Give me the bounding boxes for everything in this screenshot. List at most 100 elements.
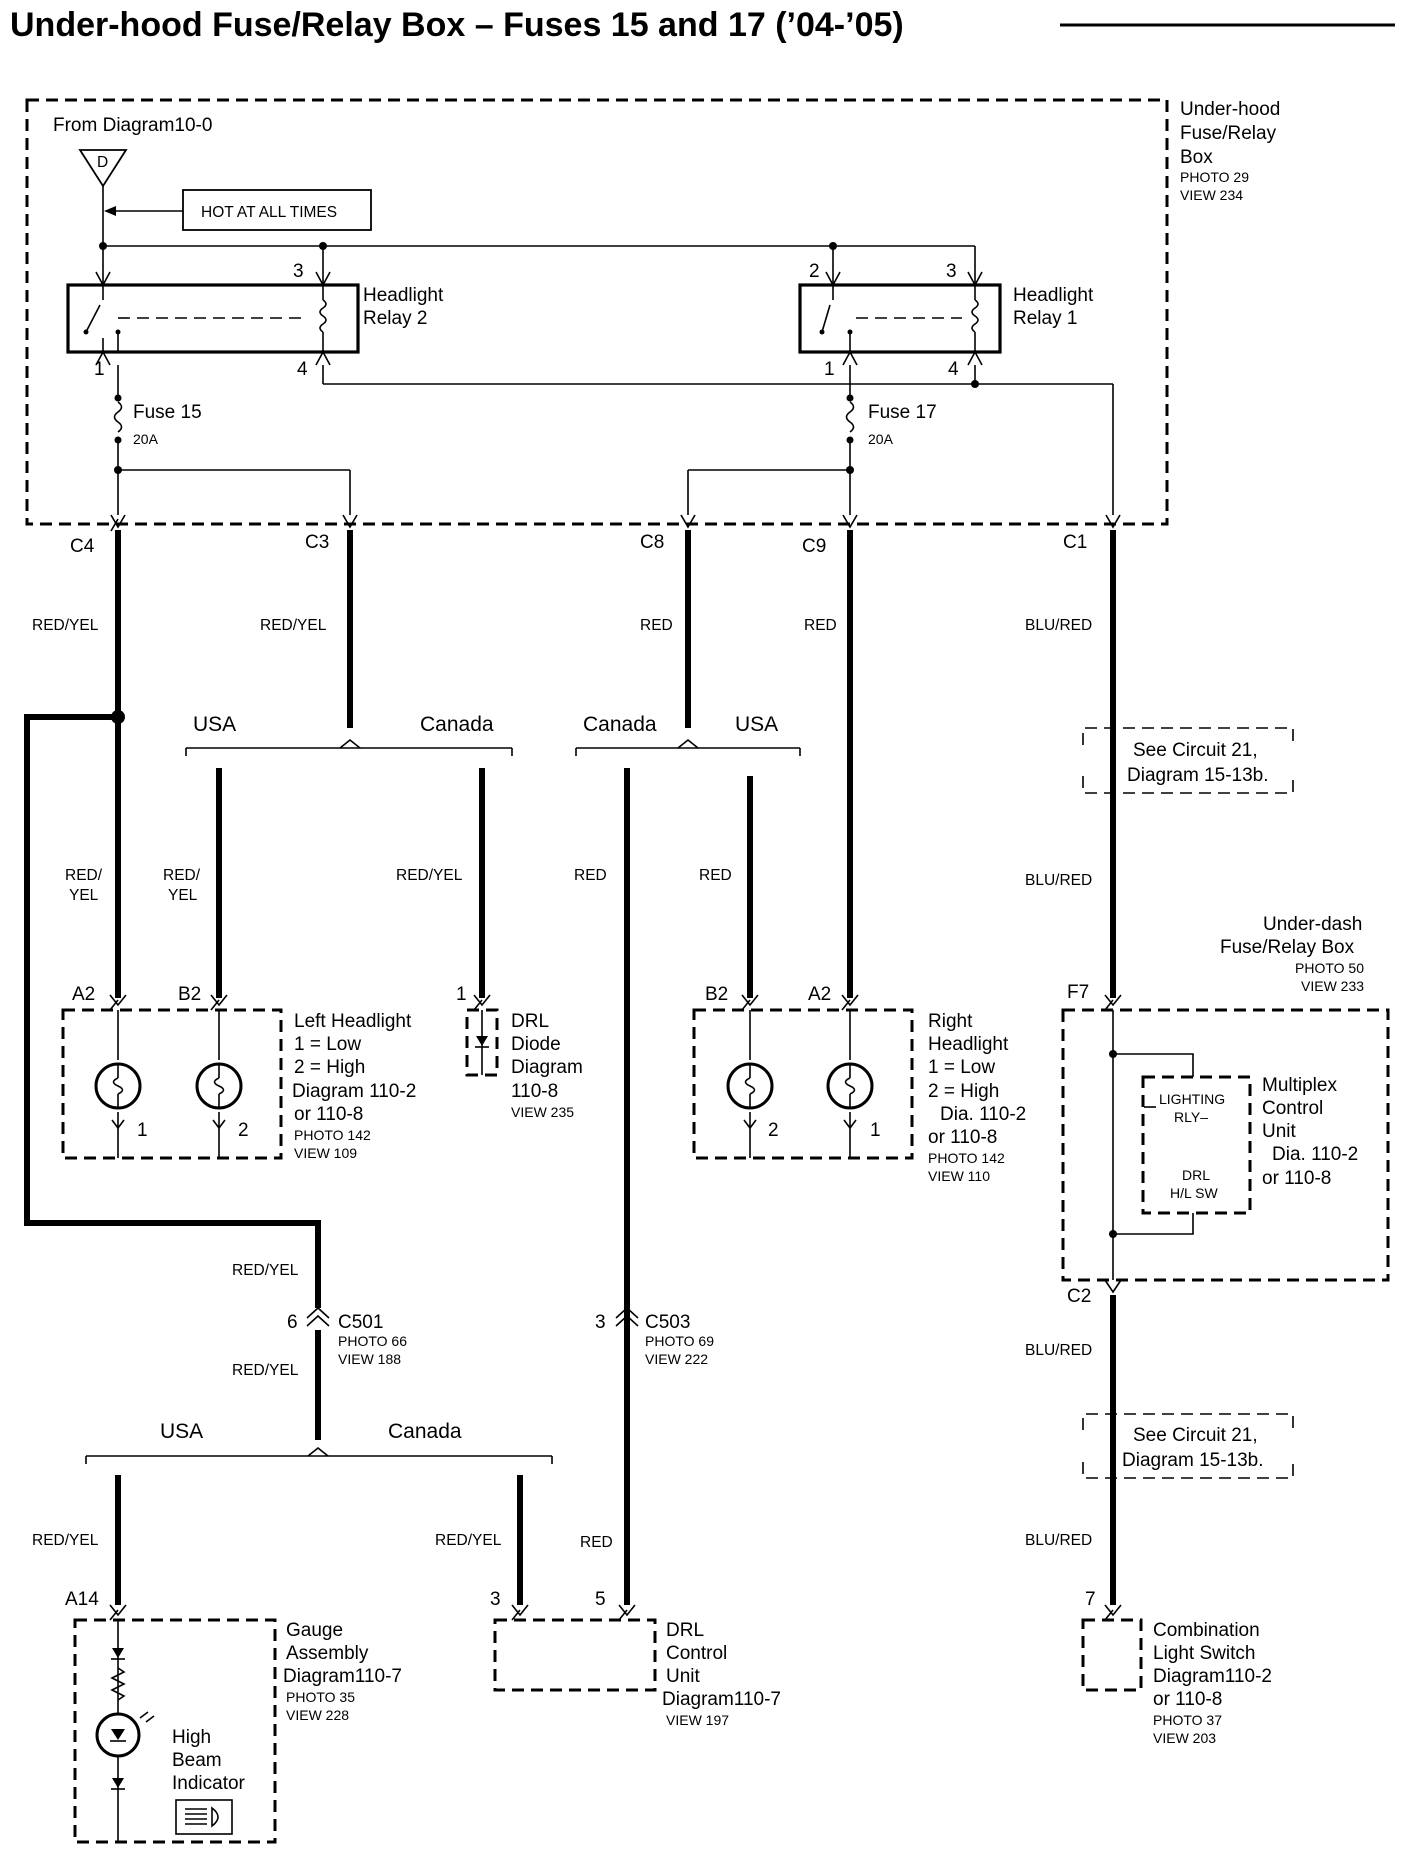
combo-switch-photo: PHOTO 37	[1153, 1712, 1222, 1728]
underhood-box-photo: PHOTO 29	[1180, 169, 1249, 185]
left-bulb-num-1: 1	[137, 1120, 148, 1141]
underhood-box-name-3: Box	[1180, 147, 1213, 168]
high-beam-label-3: Indicator	[172, 1773, 246, 1794]
relay1-pin-3: 3	[946, 261, 957, 282]
right-headlight-name-2: Headlight	[928, 1034, 1009, 1055]
multiplex-inner-bottom-2: H/L SW	[1170, 1185, 1218, 1201]
combo-switch-name-1: Combination	[1153, 1620, 1260, 1641]
underhood-box-view: VIEW 234	[1180, 187, 1243, 203]
multiplex-inner-top-2: RLY–	[1174, 1109, 1208, 1125]
wire-c4-color: RED/YEL	[32, 617, 99, 634]
branch-usa-1: USA	[193, 713, 236, 736]
source-diagram-label: From Diagram10-0	[53, 115, 212, 136]
gauge-view: VIEW 228	[286, 1707, 349, 1723]
fuse17-rating: 20A	[868, 431, 894, 447]
underdash-name-2: Fuse/Relay Box	[1220, 937, 1355, 958]
left-headlight-view: VIEW 109	[294, 1145, 357, 1161]
drl-unit-view: VIEW 197	[666, 1712, 729, 1728]
connector-c4: C4	[70, 536, 95, 557]
drl-unit-pin-3: 3	[490, 1589, 501, 1610]
wire-gauge-color: RED/YEL	[32, 1532, 99, 1549]
gauge-assembly: A14 Gauge Assembly Diagram110-7 PHOTO 35…	[65, 1589, 402, 1844]
wire-a2-color-2: YEL	[69, 887, 99, 904]
relay1-name-2: Relay 1	[1013, 308, 1077, 329]
drl-diode-pin: 1	[456, 984, 467, 1005]
connector-c8: C8	[640, 532, 664, 553]
drl-diode-name-1: DRL	[511, 1011, 549, 1032]
right-headlight-view: VIEW 110	[928, 1168, 990, 1184]
drl-unit-name-3: Unit	[666, 1666, 701, 1687]
right-headlight-pin-a2: A2	[808, 984, 831, 1005]
wire-c2-color-2: BLU/RED	[1025, 1532, 1092, 1549]
see-circuit-2-line-1: See Circuit 21,	[1133, 1425, 1258, 1446]
fuse17-label: Fuse 17	[868, 402, 937, 423]
see-circuit-1-line-2: Diagram 15-13b.	[1127, 765, 1269, 786]
see-circuit-2-line-2: Diagram 15-13b.	[1122, 1450, 1264, 1471]
relay1-pin-2: 2	[809, 261, 820, 282]
combo-switch-name-4: or 110-8	[1153, 1689, 1222, 1710]
wire-high-beam-feed	[24, 714, 321, 1308]
gauge-name-2: Assembly	[286, 1643, 369, 1664]
left-headlight-low: 1 = Low	[294, 1034, 361, 1055]
wire-c3-color: RED/YEL	[260, 617, 327, 634]
wire-drl-diode-color: RED/YEL	[396, 867, 463, 884]
svg-text:D: D	[97, 154, 108, 171]
wire-b2-right-color: RED	[699, 867, 732, 884]
drl-control-unit: 3 5 DRL Control Unit Diagram110-7 VIEW 1…	[490, 1589, 781, 1728]
left-headlight-high: 2 = High	[294, 1057, 365, 1078]
drl-unit-name-1: DRL	[666, 1620, 704, 1641]
hot-arrow-head-icon	[104, 206, 116, 216]
wire-c2-color-1: BLU/RED	[1025, 1342, 1092, 1359]
wire-c1-color-2: BLU/RED	[1025, 872, 1092, 889]
multiplex-inner-bottom-1: DRL	[1182, 1167, 1210, 1183]
multiplex-name-3: Unit	[1262, 1121, 1297, 1142]
underhood-box-name-1: Under-hood	[1180, 99, 1280, 120]
c503-pin: 3	[595, 1312, 606, 1333]
underdash-pin-c2: C2	[1067, 1286, 1091, 1307]
drl-diode: 1 DRL Diode Diagram 110-8 VIEW 235	[456, 984, 583, 1120]
left-headlight-photo: PHOTO 142	[294, 1127, 371, 1143]
combination-light-switch: 7 Combination Light Switch Diagram110-2 …	[1081, 1589, 1272, 1746]
see-circuit-box-2: See Circuit 21, Diagram 15-13b.	[1082, 1413, 1294, 1479]
branch-usa-3: USA	[160, 1420, 203, 1443]
c501-name: C501	[338, 1312, 383, 1333]
wire-b2-color-2: YEL	[168, 887, 198, 904]
combo-switch-view: VIEW 203	[1153, 1730, 1216, 1746]
underdash-pin-f7: F7	[1067, 982, 1089, 1003]
multiplex-name-1: Multiplex	[1262, 1075, 1337, 1096]
c501-lower-wire-color: RED/YEL	[232, 1362, 299, 1379]
underhood-box-name-2: Fuse/Relay	[1180, 123, 1277, 144]
right-headlight-diagram-1: Dia. 110-2	[940, 1104, 1026, 1125]
wire-a2-color-1: RED/	[65, 867, 103, 884]
c501-pin: 6	[287, 1312, 298, 1333]
drl-diode-name-3: Diagram	[511, 1057, 583, 1078]
branch-canada-1: Canada	[420, 713, 494, 736]
connector-c503: 3 C503 PHOTO 69 VIEW 222	[595, 1306, 714, 1367]
left-bulb-num-2: 2	[238, 1120, 249, 1141]
underdash-fuse-relay-box: Under-dash Fuse/Relay Box PHOTO 50 VIEW …	[1061, 914, 1390, 1307]
gauge-name-1: Gauge	[286, 1620, 343, 1641]
c501-upper-wire-color: RED/YEL	[232, 1262, 299, 1279]
relay2-pin-4: 4	[297, 359, 308, 380]
c501-view: VIEW 188	[338, 1351, 401, 1367]
fuse15-rating: 20A	[133, 431, 159, 447]
multiplex-name-4: Dia. 110-2	[1272, 1144, 1358, 1165]
drl-unit-pin-5: 5	[595, 1589, 606, 1610]
wire-c8-color: RED	[640, 617, 673, 634]
connector-c3: C3	[305, 532, 329, 553]
relay2-name-2: Relay 2	[363, 308, 427, 329]
diagram-title: Under-hood Fuse/Relay Box – Fuses 15 and…	[10, 6, 904, 44]
left-headlight-pin-a2: A2	[72, 984, 95, 1005]
gauge-diode-icon	[112, 1648, 124, 1658]
multiplex-inner-top-1: LIGHTING	[1159, 1091, 1225, 1107]
drl-unit-name-2: Control	[666, 1643, 727, 1664]
wire-c9-color: RED	[804, 617, 837, 634]
hot-at-all-times-label: HOT AT ALL TIMES	[201, 204, 337, 221]
right-headlight: B2 A2 2 1 Right Headlight 1 = Low 2 = Hi…	[692, 984, 1026, 1184]
gauge-pin: A14	[65, 1589, 99, 1610]
wire-drl-unit-color-2: RED	[580, 1534, 613, 1551]
c503-photo: PHOTO 69	[645, 1333, 714, 1349]
underhood-fuse-relay-box: Under-hood Fuse/Relay Box PHOTO 29 VIEW …	[25, 98, 1280, 532]
gauge-photo: PHOTO 35	[286, 1689, 355, 1705]
wire-drl-unit-3-color: RED/YEL	[435, 1532, 502, 1549]
